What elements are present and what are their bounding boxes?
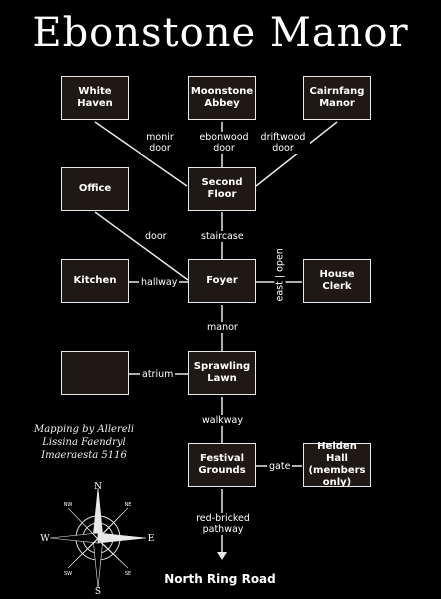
room-house-clerk[interactable]: House Clerk — [303, 259, 371, 303]
compass-e: E — [148, 534, 155, 544]
exit-arrow-icon — [217, 552, 227, 560]
room-office[interactable]: Office — [61, 167, 129, 211]
room-white-haven[interactable]: White Haven — [61, 76, 129, 120]
label-door: door — [143, 231, 169, 242]
exit-north-ring-road[interactable]: North Ring Road — [164, 572, 276, 586]
label-driftwood-door: driftwood door — [256, 132, 310, 154]
room-festival-grounds[interactable]: Festival Grounds — [188, 443, 256, 487]
map-title: Ebonstone Manor — [32, 10, 409, 56]
room-helden-hall[interactable]: Helden Hall (members only) — [303, 441, 371, 488]
room-cairnfang-manor[interactable]: Cairnfang Manor — [303, 76, 371, 120]
room-unnamed[interactable] — [61, 351, 129, 395]
compass-sw: SW — [64, 571, 72, 577]
label-walkway: walkway — [200, 415, 245, 426]
compass-s: S — [95, 587, 101, 596]
room-sprawling-lawn[interactable]: Sprawling Lawn — [188, 351, 256, 395]
door-line — [94, 211, 189, 281]
compass-se: SE — [125, 571, 131, 577]
driftwood-line — [255, 121, 338, 187]
compass-nw: NW — [64, 502, 73, 508]
label-gate: gate — [267, 461, 293, 472]
label-manor: manor — [205, 322, 240, 333]
label-east-open: east | open — [274, 248, 286, 304]
label-hallway: hallway — [139, 277, 180, 288]
label-atrium: atrium — [140, 369, 176, 380]
map-credit: Mapping by Allereli Lissina Faendryl Ima… — [33, 424, 135, 461]
label-red-bricked-pathway: red-bricked pathway — [192, 513, 254, 535]
room-kitchen[interactable]: Kitchen — [61, 259, 129, 303]
room-moonstone-abbey[interactable]: Moonstone Abbey — [188, 76, 256, 120]
compass-n: N — [94, 482, 102, 492]
compass-w: W — [40, 534, 50, 544]
compass-ne: NE — [125, 502, 132, 508]
compass-rose-icon: N S W E NW NE SW SE — [40, 482, 155, 596]
room-second-floor[interactable]: Second Floor — [188, 167, 256, 211]
label-staircase: staircase — [199, 231, 246, 242]
label-monir-door: monir door — [141, 132, 179, 154]
monir-line — [94, 121, 188, 187]
label-ebonwood-door: ebonwood door — [196, 132, 252, 154]
room-foyer[interactable]: Foyer — [188, 259, 256, 303]
